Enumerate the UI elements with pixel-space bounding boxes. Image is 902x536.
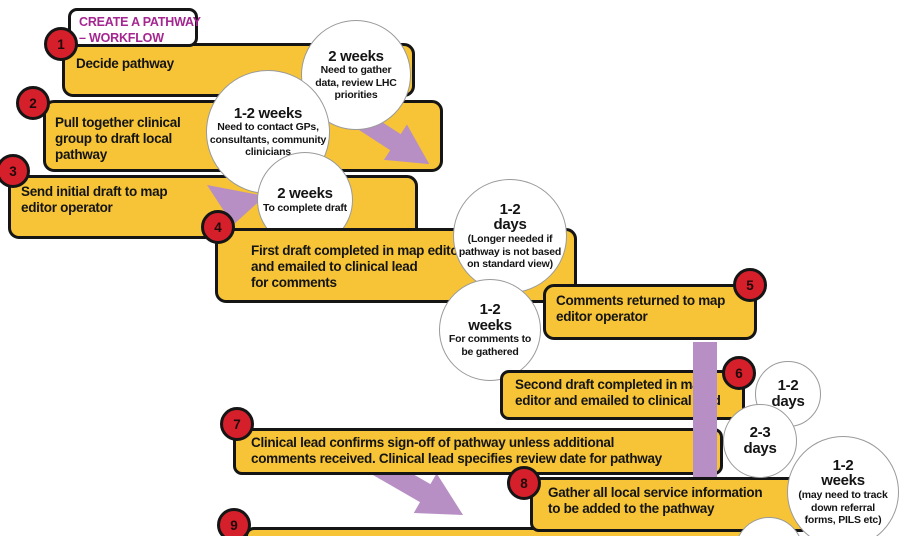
step-6-line: editor and emailed to clinical lead — [515, 392, 721, 408]
step-4-line: First draft completed in map editor — [251, 243, 464, 258]
duration-bubble-step1: 2 weeks Need to gather data, review LHC … — [301, 20, 411, 130]
step-8-label: Gather all local service information to … — [548, 485, 763, 517]
title-line: – WORKFLOW — [79, 31, 164, 46]
step-number-badge-1: 1 — [44, 27, 78, 61]
flow-connector-band — [693, 342, 717, 477]
step-7-line: comments received. Clinical lead specifi… — [251, 450, 662, 466]
step-3-line: editor operator — [21, 199, 113, 215]
step-2-line: pathway — [55, 146, 107, 162]
step-8-line: Gather all local service information — [548, 485, 763, 500]
step-7-line: Clinical lead confirms sign-off of pathw… — [251, 435, 615, 450]
step-1-label: Decide pathway — [76, 56, 174, 72]
step-number-badge-4: 4 — [201, 210, 235, 244]
step-number-badge-2: 2 — [16, 86, 50, 120]
step-7-label: Clinical lead confirms sign-off of pathw… — [251, 435, 662, 467]
step-6-label: Second draft completed in map editor and… — [515, 377, 721, 409]
step-8-line: to be added to the pathway — [548, 500, 715, 516]
step-5-line: editor operator — [556, 308, 648, 324]
step-2-line: group to draft local — [55, 130, 172, 146]
step-2-label: Pull together clinical group to draft lo… — [55, 115, 181, 162]
duration-bubble-step4: 1-2 days (Longer needed if pathway is no… — [453, 179, 567, 293]
step-number-badge-8: 8 — [507, 466, 541, 500]
step-2-line: Pull together clinical — [55, 115, 181, 130]
step-3-line: Send initial draft to map — [21, 184, 168, 199]
step-4-line: for comments — [251, 274, 337, 290]
duration-bubble-step7: 2-3 days — [723, 404, 797, 478]
duration-bubble-comments: 1-2 weeks For comments to be gathered — [439, 279, 541, 381]
step-6-line: Second draft completed in map — [515, 377, 708, 392]
step-number-badge-5: 5 — [733, 268, 767, 302]
step-number-badge-3: 3 — [0, 154, 30, 188]
step-4-label: First draft completed in map editor and … — [251, 243, 464, 290]
duration-bubble-step8: 1-2 weeks (may need to track down referr… — [787, 436, 899, 536]
title-line: CREATE A PATHWAY — [79, 15, 201, 29]
step-number-badge-6: 6 — [722, 356, 756, 390]
step-5-box: Comments returned to map editor operator — [543, 284, 757, 340]
step-1-line: Decide pathway — [76, 56, 174, 71]
step-5-line: Comments returned to map — [556, 293, 726, 308]
step-5-label: Comments returned to map editor operator — [556, 293, 725, 325]
flow-arrowhead-icon — [207, 185, 265, 225]
step-3-label: Send initial draft to map editor operato… — [21, 184, 168, 216]
step-4-line: and emailed to clinical lead — [251, 258, 418, 274]
step-8-box: Gather all local service information to … — [530, 477, 810, 532]
diagram-title: CREATE A PATHWAY – WORKFLOW — [68, 8, 201, 47]
step-7-box: Clinical lead confirms sign-off of pathw… — [233, 428, 723, 475]
step-number-badge-7: 7 — [220, 407, 254, 441]
step-number-badge-9: 9 — [217, 508, 251, 536]
